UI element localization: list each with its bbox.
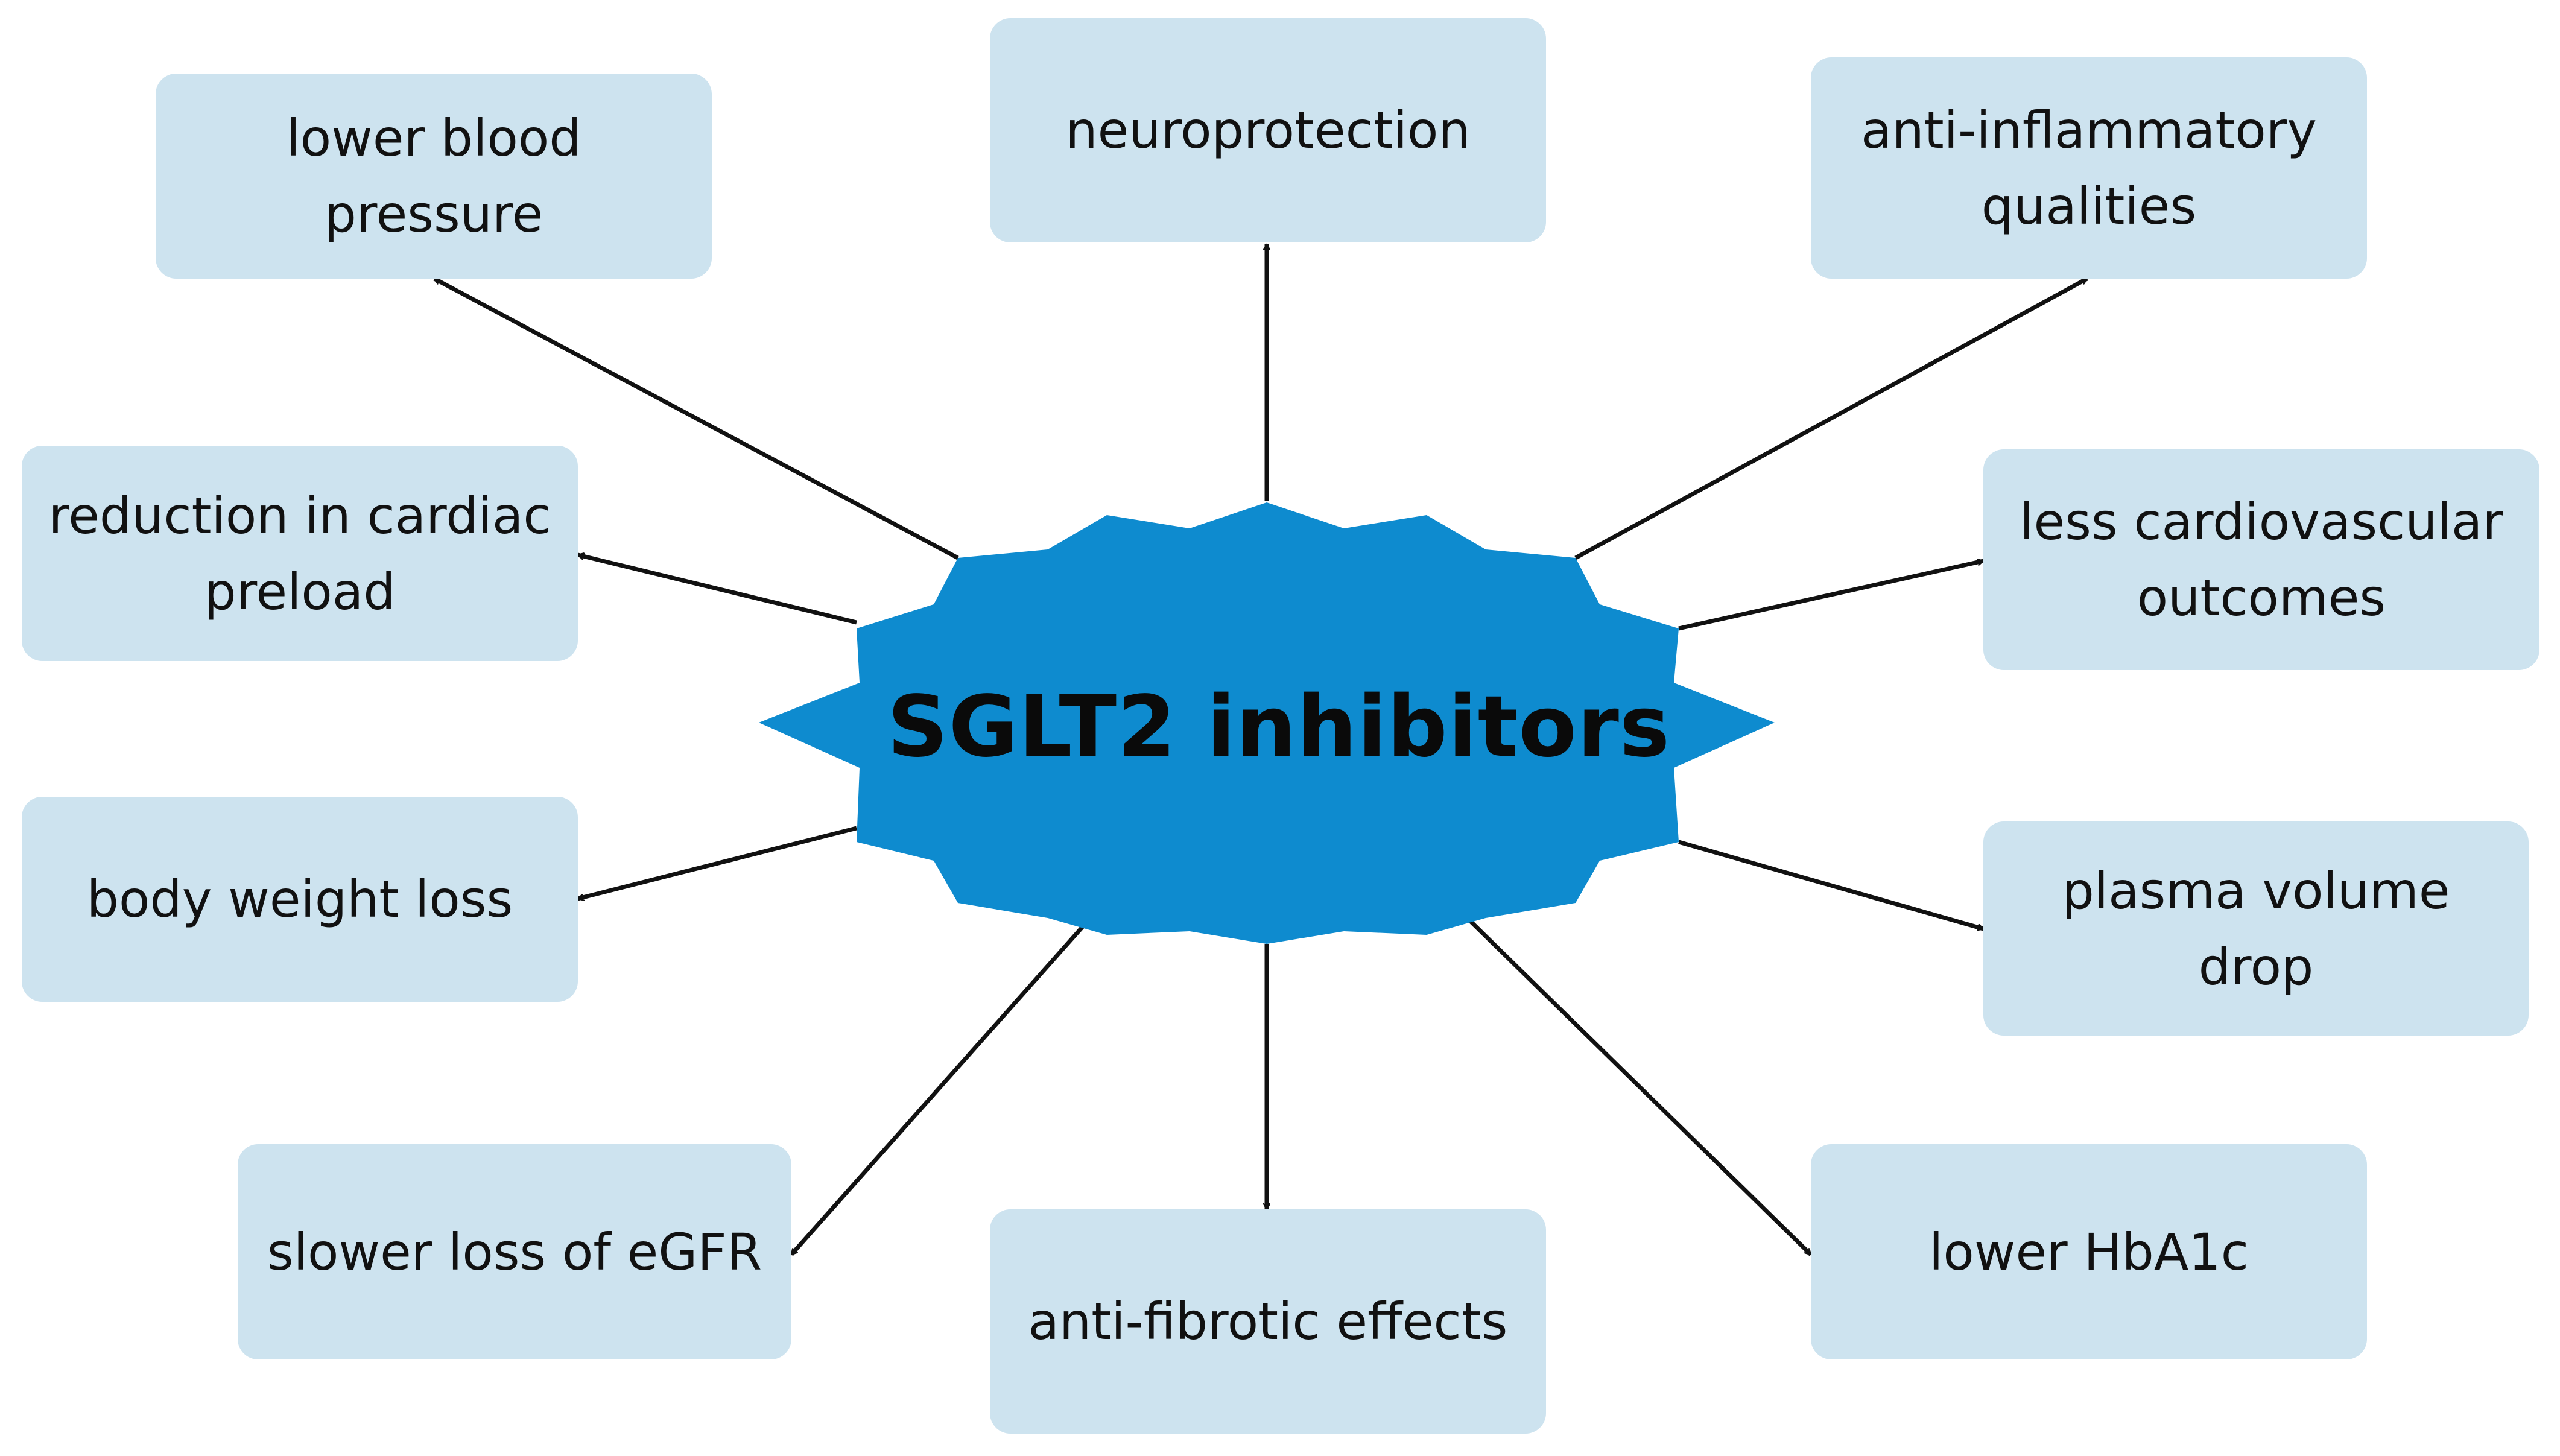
arrow-to-reduction-in-cardiac-preload [578,555,857,625]
effect-label: slower loss of eGFR [267,1222,762,1282]
arrow-to-anti-inflammatory-qualities [1574,276,2088,560]
effect-box-reduction-in-cardiac-preload: reduction in cardiac preload [22,446,578,661]
effect-label: plasma volume drop [2062,861,2450,996]
starburst-shape [759,502,1775,944]
arrow-to-plasma-volume-drop [1678,840,1983,929]
effect-box-less-cardiovascular-outcomes: less cardiovascular outcomes [1983,449,2539,670]
hub-title: SGLT2 inhibitors [887,677,1671,776]
effect-box-lower-hba1c: lower HbA1c [1811,1144,2367,1359]
effect-box-anti-inflammatory-qualities: anti-inflammatory qualities [1811,57,2367,279]
arrow-to-less-cardiovascular-outcomes [1678,561,1983,631]
arrow-to-lower-hba1c [1458,909,1813,1256]
effect-label: neuroprotection [1065,101,1471,160]
effect-box-body-weight-loss: body weight loss [22,797,578,1002]
effect-box-slower-loss-of-egfr: slower loss of eGFR [238,1144,791,1359]
arrow-to-body-weight-loss [578,826,857,899]
effect-label: anti-inflammatory qualities [1861,100,2317,236]
effect-label: reduction in cardiac preload [48,486,551,621]
effect-label: anti-fibrotic effects [1028,1292,1508,1351]
effect-label: body weight loss [86,870,513,929]
effect-label: less cardiovascular outcomes [2020,492,2503,627]
effect-box-anti-fibrotic-effects: anti-fibrotic effects [990,1209,1546,1434]
effect-box-lower-blood-pressure: lower blood pressure [156,74,712,279]
arrow-to-lower-blood-pressure [433,276,959,560]
effect-box-neuroprotection: neuroprotection [990,18,1546,242]
arrow-to-slower-loss-of-egfr [790,918,1091,1256]
effect-box-plasma-volume-drop: plasma volume drop [1983,821,2529,1036]
effect-label: lower HbA1c [1929,1222,2249,1282]
effect-label: lower blood pressure [286,109,581,244]
